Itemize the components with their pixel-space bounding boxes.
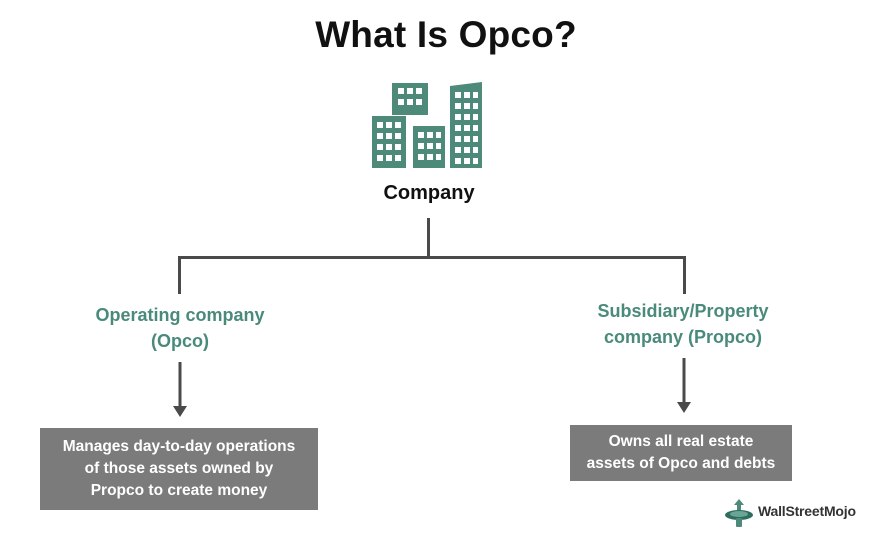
description-line: Owns all real estate [608, 433, 754, 450]
branch-label-line: company (Propco) [603, 327, 763, 347]
left-connector [178, 256, 181, 294]
right-connector [683, 256, 686, 294]
branch-label-propco: Subsidiary/Property company (Propco) [563, 298, 803, 350]
buildings-icon [372, 82, 482, 168]
branch-label-line: Subsidiary/Property [597, 301, 769, 321]
arrow-down-icon [173, 362, 187, 417]
description-line: Manages day-to-day operations [62, 438, 296, 455]
watermark-brand: WallStreetMojo [758, 503, 856, 519]
description-line: assets of Opco and debts [586, 455, 776, 472]
horizontal-connector [178, 256, 686, 259]
branch-label-opco: Operating company (Opco) [60, 302, 300, 354]
arrow-down-icon [677, 358, 691, 413]
description-box-propco: Owns all real estate assets of Opco and … [570, 425, 792, 481]
page-title: What Is Opco? [315, 14, 577, 55]
root-label: Company [383, 182, 475, 204]
description-box-opco: Manages day-to-day operations of those a… [40, 428, 318, 510]
wallstreetmojo-logo-icon [725, 499, 753, 527]
root-connector [427, 218, 430, 258]
branch-label-line: (Opco) [151, 331, 209, 351]
description-line: of those assets owned by [84, 460, 274, 477]
branch-label-line: Operating company [95, 305, 265, 325]
description-line: Propco to create money [90, 482, 268, 499]
